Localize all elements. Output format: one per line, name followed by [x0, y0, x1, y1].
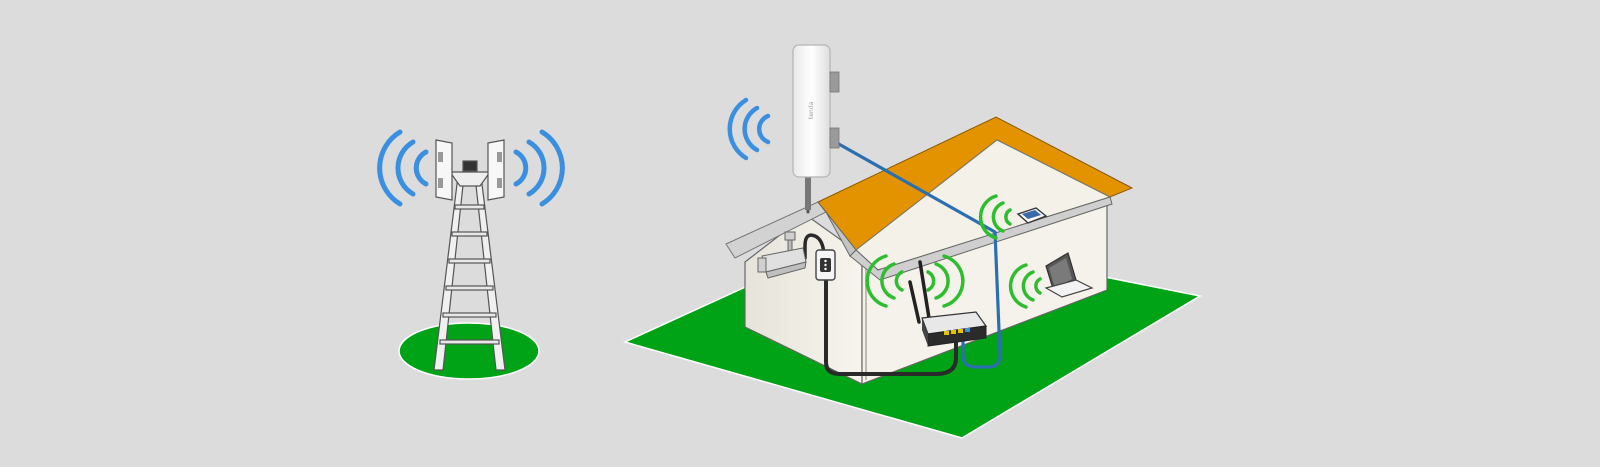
tower-signal-right-icon	[513, 129, 565, 207]
wifi-router-icon	[908, 260, 988, 347]
security-camera-icon	[757, 231, 807, 279]
tower-signal-left-icon	[377, 129, 429, 207]
tower-group	[377, 129, 565, 380]
black-power-cable	[803, 233, 826, 260]
laptop-icon	[1044, 252, 1094, 298]
tower-grass-patch	[398, 322, 540, 380]
smartphone-icon	[1016, 207, 1048, 224]
laptop-signal-icon	[1008, 263, 1042, 309]
router-signal-icon	[865, 254, 965, 308]
cpe-brand-label: tenda	[808, 101, 815, 119]
cpe-body	[792, 44, 831, 178]
outdoor-cpe-icon: tenda	[792, 44, 840, 210]
lattice-tower-icon	[433, 139, 506, 371]
blue-ethernet-cable	[835, 141, 1002, 369]
poe-injector-icon	[815, 249, 836, 281]
cpe-signal-icon	[727, 97, 771, 161]
phone-signal-icon	[978, 194, 1012, 240]
